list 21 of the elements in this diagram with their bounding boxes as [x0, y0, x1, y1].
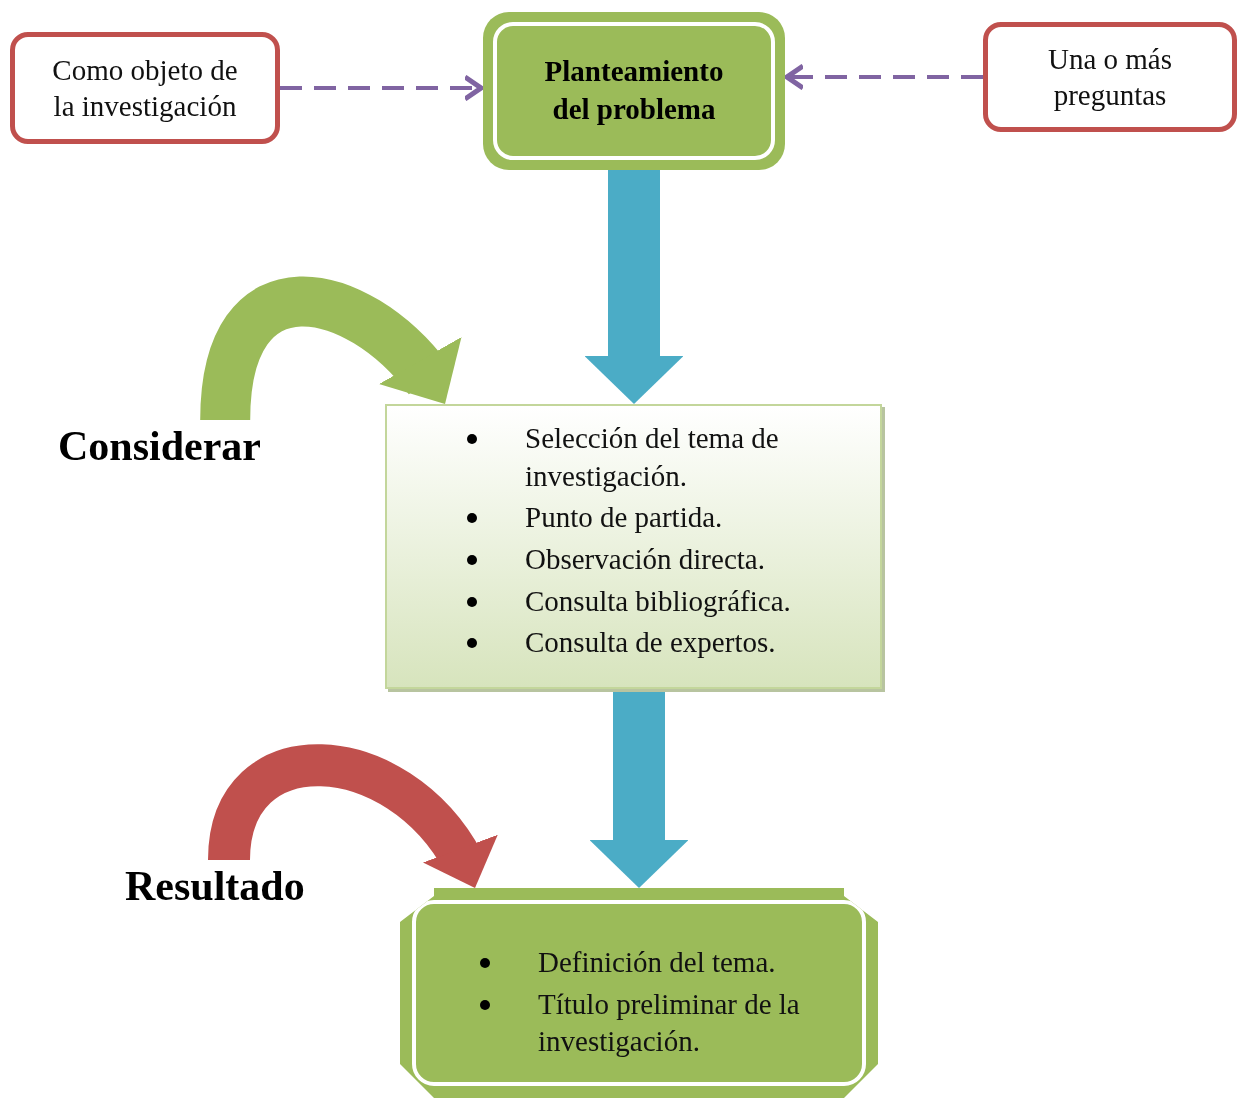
node-text: Considerar: [58, 422, 261, 470]
node-text: Resultado: [125, 862, 305, 910]
node-text: Planteamiento del problema: [543, 54, 725, 127]
list-panel: [385, 404, 882, 689]
list-item: Consulta de expertos.: [525, 626, 776, 659]
list-item: Consulta bibliográfica.: [525, 584, 791, 617]
dashed-arrow: [784, 63, 983, 91]
block-arrow: [584, 170, 684, 404]
block-arrow: [589, 689, 689, 888]
list-item: Selección del tema de investigación.: [525, 422, 779, 492]
node-text: Como objeto de la investigación: [51, 52, 239, 124]
rounded-box: [10, 32, 280, 144]
node-text: Una o más preguntas: [1047, 41, 1173, 113]
process-box: [483, 12, 785, 170]
list-item: Título preliminar de la investigación.: [538, 987, 800, 1058]
list-item: Definición del tema.: [538, 946, 776, 978]
list-item: Observación directa.: [525, 543, 765, 576]
result-plaque: [400, 888, 878, 1098]
rounded-box: [983, 22, 1237, 132]
list-item: Punto de partida.: [525, 501, 723, 534]
dashed-arrow: [280, 74, 484, 102]
